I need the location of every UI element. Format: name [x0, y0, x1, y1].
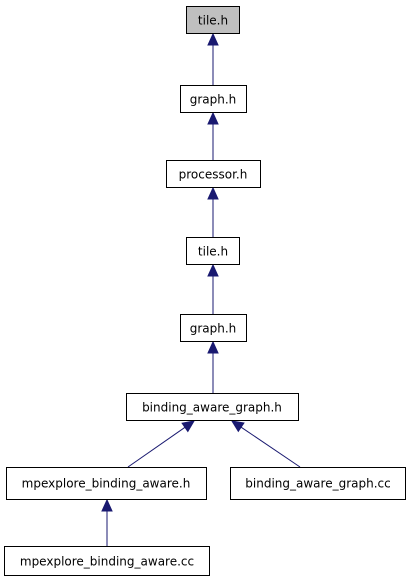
- nodes-layer: tile.h graph.h processor.h tile.h graph.…: [4, 6, 406, 576]
- arrowhead-icon: [207, 186, 219, 200]
- edge-tile-h-to-processor-h: [207, 186, 219, 237]
- node-label: tile.h: [198, 14, 228, 28]
- edge-binding-aware-graph-h-to-graph-h-2: [207, 340, 219, 393]
- node-binding-aware-graph-h[interactable]: binding_aware_graph.h: [126, 393, 299, 421]
- node-mpexplore-binding-aware-cc[interactable]: mpexplore_binding_aware.cc: [4, 546, 210, 576]
- node-processor-h[interactable]: processor.h: [166, 160, 261, 188]
- node-label: mpexplore_binding_aware.cc: [20, 555, 194, 569]
- node-label: processor.h: [179, 168, 248, 182]
- arrowhead-icon: [181, 420, 195, 433]
- arrowhead-icon: [207, 340, 219, 354]
- edges-layer: [101, 32, 301, 546]
- arrowhead-icon: [207, 111, 219, 125]
- node-label: binding_aware_graph.cc: [245, 477, 390, 491]
- edge-mpexplore-binding-aware-cc-to-mpexplore-binding-aware-h: [101, 498, 113, 546]
- node-label: graph.h: [190, 322, 237, 336]
- node-graph-h-2[interactable]: graph.h: [180, 314, 247, 342]
- arrowhead-icon: [207, 263, 219, 277]
- node-label: binding_aware_graph.h: [142, 401, 282, 415]
- node-label: graph.h: [190, 93, 237, 107]
- edge-processor-h-to-graph-h-1: [207, 111, 219, 160]
- edge-graph-h-1-to-tile-h-top: [207, 32, 219, 85]
- arrowhead-icon: [101, 498, 113, 512]
- node-label: mpexplore_binding_aware.h: [22, 477, 191, 491]
- node-tile-h[interactable]: tile.h: [186, 237, 240, 265]
- node-tile-h-top[interactable]: tile.h: [186, 6, 240, 34]
- edge-graph-h-2-to-tile-h: [207, 263, 219, 314]
- node-graph-h-1[interactable]: graph.h: [180, 85, 247, 113]
- edge-mpexplore-binding-aware-h-to-binding-aware-graph-h: [127, 420, 195, 468]
- node-label: tile.h: [198, 245, 228, 259]
- edge-line: [240, 426, 301, 468]
- node-binding-aware-graph-cc[interactable]: binding_aware_graph.cc: [230, 467, 406, 500]
- arrowhead-icon: [230, 420, 245, 433]
- edge-binding-aware-graph-cc-to-binding-aware-graph-h: [230, 420, 301, 468]
- node-mpexplore-binding-aware-h[interactable]: mpexplore_binding_aware.h: [6, 467, 207, 500]
- edge-line: [127, 426, 186, 468]
- arrowhead-icon: [207, 32, 219, 46]
